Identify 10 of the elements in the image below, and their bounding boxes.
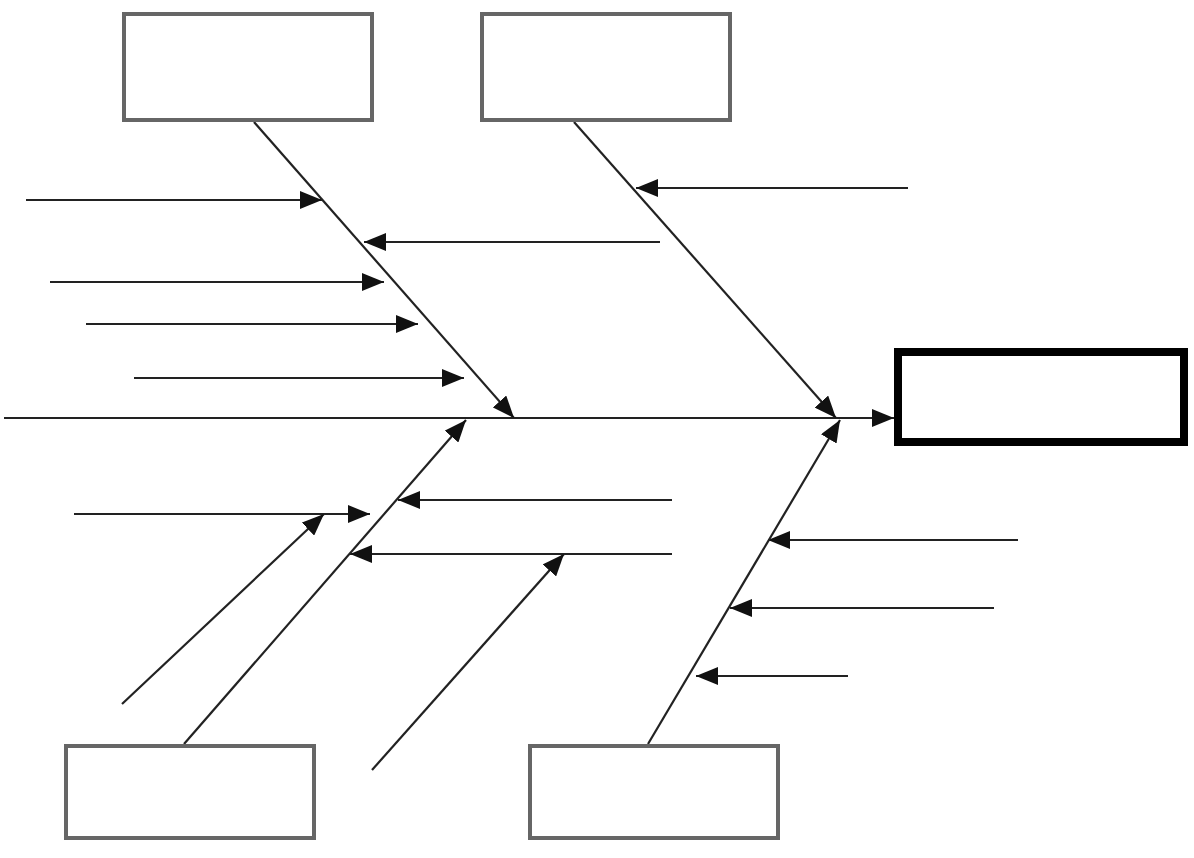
category-box [122,12,374,122]
spine-arrow [4,409,894,427]
category-box [480,12,732,122]
bone-arrow [183,419,467,745]
bone-arrow [573,121,837,419]
bone-arrow [647,419,841,745]
bone-arrow [253,121,515,419]
category-box [64,744,316,840]
effect-box [894,348,1188,446]
category-box [528,744,780,840]
